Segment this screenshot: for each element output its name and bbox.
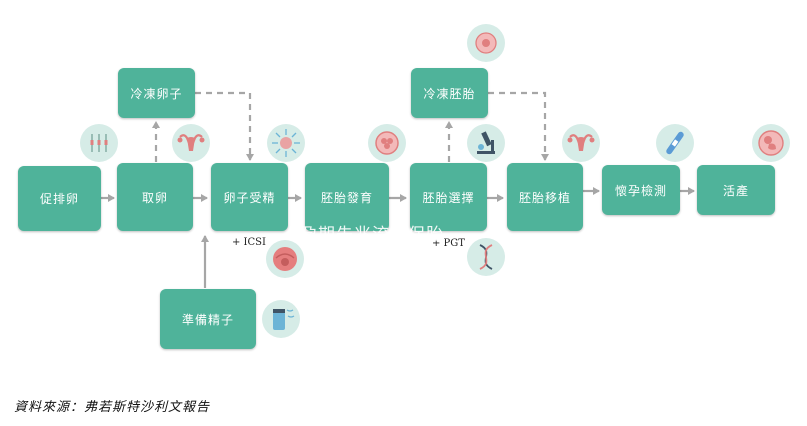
source-note: 資料來源：弗若斯特沙利文報告 — [14, 400, 211, 415]
uterus-icon — [172, 124, 210, 162]
step-fertilization-box: 卵子受精 — [211, 163, 288, 231]
egg-icon — [266, 240, 304, 278]
sperm-egg-icon — [267, 124, 305, 162]
step-retrieval-box: 取卵 — [117, 163, 193, 231]
pregnancy-test-icon — [656, 124, 694, 162]
icsi-note: + ICSI — [232, 237, 266, 248]
syringes-icon — [80, 124, 118, 162]
embryo-freezing-box: 冷凍胚胎 — [411, 68, 488, 118]
fetus-icon — [752, 124, 790, 162]
sperm-prep-box: 準備精子 — [160, 289, 256, 349]
step-embryo-transfer-box: 胚胎移植 — [507, 163, 583, 231]
frozen-embryo-icon — [467, 24, 505, 62]
dashed-arrow-embryo-freezing-to-transfer — [488, 91, 549, 161]
step-ovulation-box: 促排卵 — [18, 166, 101, 231]
step-birth-box: 活產 — [697, 165, 775, 215]
step-pregnancy-test-box: 懷孕檢測 — [602, 165, 680, 215]
step-embryo-selection-box: 胚胎選擇 — [410, 163, 487, 231]
dna-icon — [467, 238, 505, 276]
embryo-icon — [368, 124, 406, 162]
microscope-icon — [467, 124, 505, 162]
egg-freezing-box: 冷凍卵子 — [118, 68, 195, 118]
watermark-text: 孕期先兆流产保胎 — [300, 225, 444, 245]
sperm-vial-icon — [262, 300, 300, 338]
step-embryo-development-box: 胚胎發育 — [305, 163, 389, 231]
dashed-arrow-egg-freezing-to-fertilization — [195, 91, 254, 161]
uterus-icon — [562, 124, 600, 162]
pgt-note: + PGT — [432, 238, 465, 249]
